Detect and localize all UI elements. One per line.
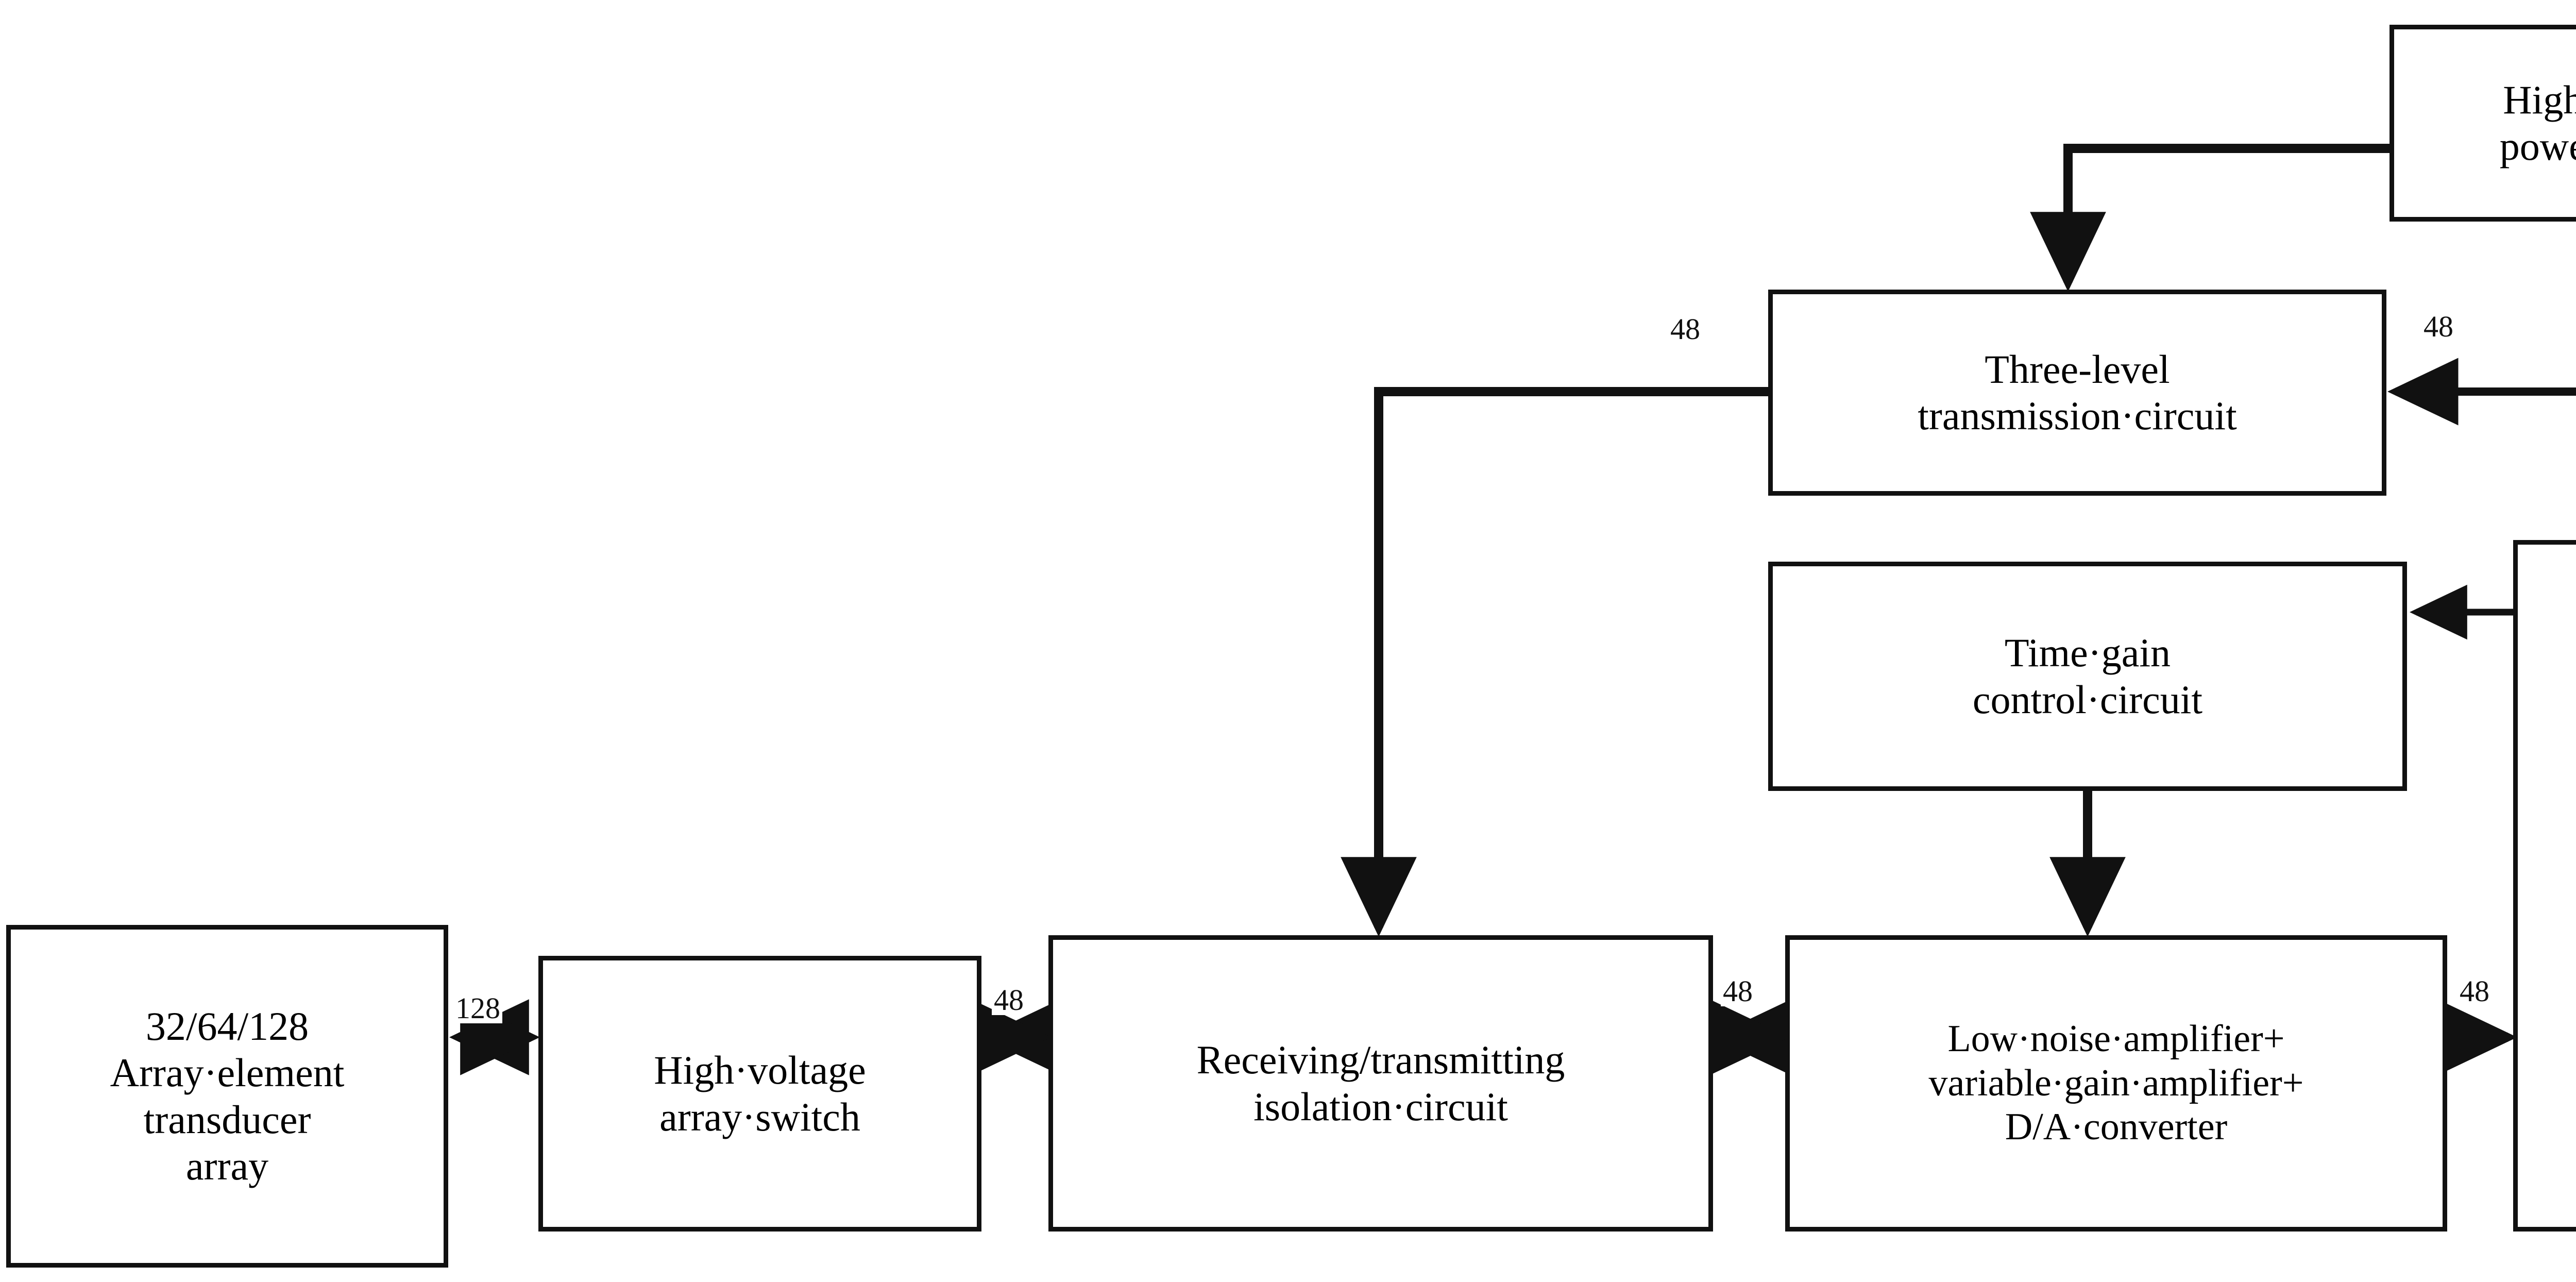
- edge-label-48-switch-isolation: 48: [992, 985, 1026, 1015]
- node-three-level-transmission-circuit[interactable]: Three-level transmission·circuit: [1768, 290, 2386, 496]
- edge-label-48-transmission-isolation: 48: [1668, 314, 1702, 344]
- edge-label-128-transducer-switch: 128: [453, 993, 502, 1023]
- conn-transmission-to-isolation: [1341, 387, 1768, 937]
- conn-hv-source-to-transmission: [2030, 144, 2389, 292]
- node-low-noise-amplifier[interactable]: Low·noise·amplifier+ variable·gain·ampli…: [1785, 935, 2447, 1232]
- node-receiving-fpga[interactable]: Receiving· FPGA (Beamforming/ Filtering/…: [2513, 540, 2576, 1232]
- node-high-voltage-array-switch[interactable]: High·voltage array·switch: [538, 956, 981, 1232]
- node-array-element-transducer-array[interactable]: 32/64/128 Array·element transducer array: [6, 925, 448, 1268]
- node-high-voltage-power-source[interactable]: High·voltage power·source: [2389, 25, 2576, 222]
- edge-label-48-lna-fpga: 48: [2458, 976, 2492, 1006]
- node-receiving-transmitting-isolation-circuit[interactable]: Receiving/transmitting isolation·circuit: [1048, 935, 1713, 1232]
- node-time-gain-control-circuit[interactable]: Time·gain control·circuit: [1768, 562, 2407, 791]
- edge-label-48-beamformer-transmission: 48: [2421, 312, 2455, 342]
- edge-label-48-isolation-lna: 48: [1721, 976, 1755, 1006]
